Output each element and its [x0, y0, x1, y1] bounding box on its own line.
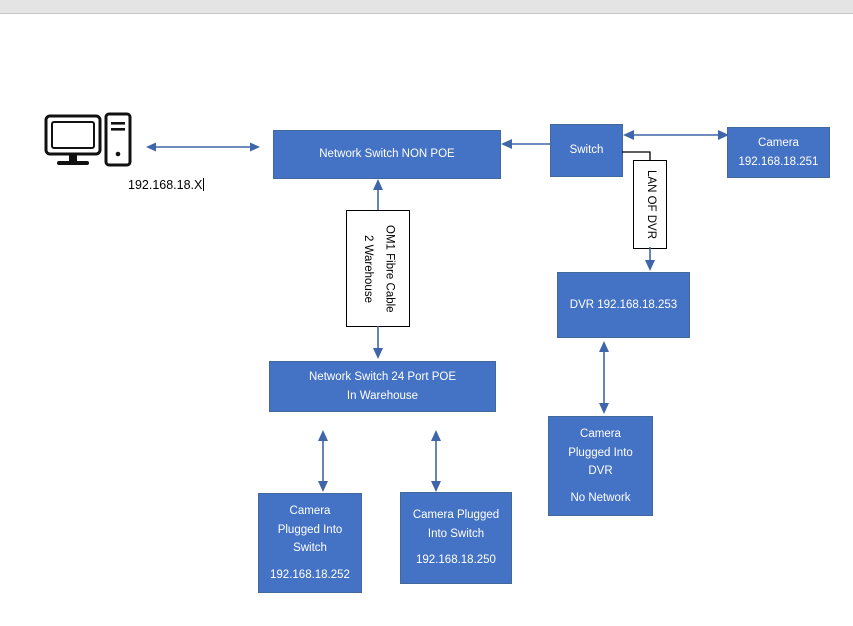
node-network-switch-non-poe[interactable]: Network Switch NON POE [273, 130, 501, 179]
node-ip: 192.168.18.252 [270, 568, 350, 581]
node-label: Camera [758, 137, 799, 149]
workstation-ip-text: 192.168.18.X [128, 178, 203, 192]
node-label: Camera [580, 428, 621, 440]
connector-fibre-to-poe-switch [373, 326, 383, 359]
node-ip: 192.168.18.250 [416, 554, 496, 567]
node-ip: 192.168.18.251 [738, 155, 819, 168]
node-label: Camera [289, 505, 331, 517]
node-camera-251[interactable]: Camera 192.168.18.251 [727, 127, 830, 178]
node-sublabel: 2 Warehouse [362, 234, 374, 303]
node-status: No Network [570, 491, 631, 504]
node-label: LAN OF DVR [644, 169, 657, 239]
node-label: DVR 192.168.18.253 [569, 298, 678, 311]
node-label: Camera Plugged [412, 509, 500, 522]
node-camera-plugged-into-switch-252[interactable]: Camera Plugged Into Switch 192.168.18.25… [258, 493, 362, 593]
connector-workstation-to-non-poe-switch [146, 142, 260, 152]
node-label: Into Switch [427, 527, 485, 540]
node-label: Plugged Into [277, 523, 343, 536]
connector-non-poe-switch-to-fibre [373, 179, 383, 211]
diagram-canvas[interactable]: 192.168.18.X Network Switch NON POE Swit… [0, 14, 853, 626]
fibre-cable-text-group: OM1 Fibre Cable 2 Warehouse [362, 211, 396, 326]
node-label: OM1 Fibre Cable [383, 224, 396, 313]
node-camera-plugged-into-switch-250[interactable]: Camera Plugged Into Switch 192.168.18.25… [400, 492, 512, 584]
node-label: Switch [293, 542, 327, 554]
toolbar-strip [0, 0, 853, 14]
node-label: DVR [588, 465, 613, 477]
node-label: Plugged Into [568, 446, 633, 459]
connector-lan-of-dvr-to-dvr [645, 247, 655, 271]
connector-poe-switch-to-camera-250 [431, 430, 441, 492]
node-sublabel: In Warehouse [346, 389, 419, 402]
workstation-computer-icon [44, 112, 132, 177]
node-dvr[interactable]: DVR 192.168.18.253 [557, 272, 690, 338]
node-lan-of-dvr[interactable]: LAN OF DVR [633, 160, 667, 249]
connector-dvr-to-camera-dvr [599, 341, 609, 414]
connector-poe-switch-to-camera-252 [318, 430, 328, 492]
node-network-switch-24-port-poe[interactable]: Network Switch 24 Port POE In Warehouse [269, 361, 496, 412]
node-label: Switch [569, 144, 604, 157]
node-label: Network Switch 24 Port POE [309, 371, 456, 383]
connector-switch-to-camera-251 [623, 130, 729, 140]
connector-switch-to-non-poe-switch [501, 139, 552, 149]
node-label: Network Switch NON POE [319, 148, 455, 161]
node-fibre-cable[interactable]: OM1 Fibre Cable 2 Warehouse [346, 210, 410, 327]
workstation-ip-label: 192.168.18.X [128, 178, 205, 192]
node-switch[interactable]: Switch [550, 124, 623, 177]
node-camera-plugged-into-dvr[interactable]: Camera Plugged Into DVR No Network [548, 416, 653, 516]
text-cursor [203, 178, 205, 191]
